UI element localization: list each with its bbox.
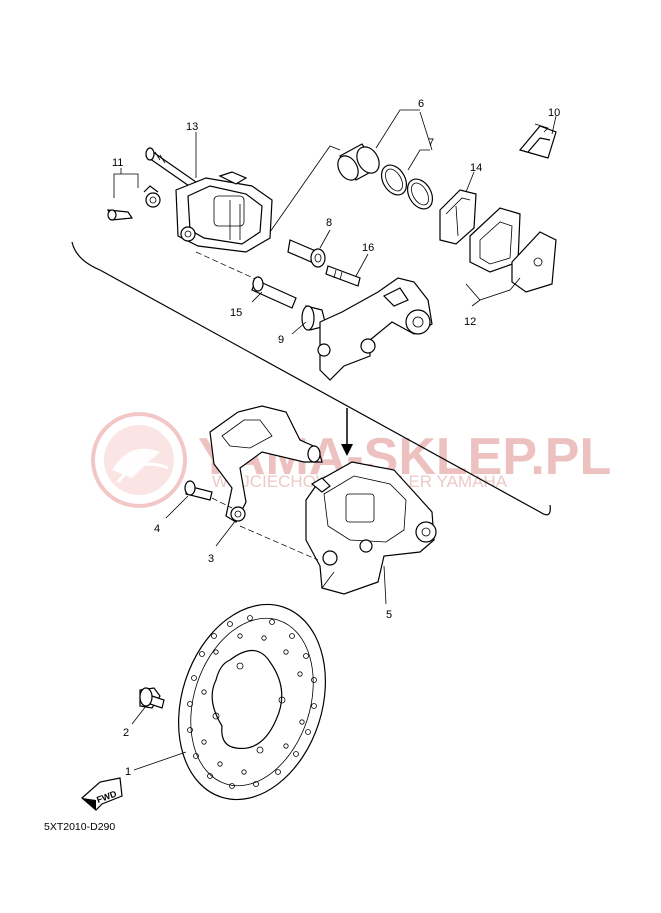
leader-6-link [269,145,341,233]
callout-1: 1 [125,766,131,778]
part-15-pin [251,276,297,309]
callout-5: 5 [386,609,392,621]
part-10-clip [518,123,557,159]
callout-10: 10 [548,107,560,119]
leader-15 [251,291,263,303]
callout-4: 4 [154,523,160,535]
disc-holes [187,615,317,789]
part-7-seals [380,164,434,210]
part-1-disc [178,603,326,801]
part-3-bracket [209,405,323,523]
part-8-pin [287,239,326,268]
callout-15: 15 [230,307,242,319]
part-6-piston [337,143,380,181]
part-13-pin [145,147,197,189]
leader-8 [319,229,331,249]
part-12-pads [469,207,557,293]
callout-8: 8 [326,217,332,229]
leader-10 [551,115,557,135]
callout-11: 11 [112,157,123,169]
group-bracket [71,241,551,516]
leader-5 [383,565,387,605]
dash-bolt-4 [211,497,233,509]
callout-14: 14 [470,162,482,174]
leader-2 [131,705,147,725]
leader-16 [355,253,369,277]
dash-caliper-lower [239,525,319,561]
part-5-caliper [305,461,437,595]
caliper-body-upper [175,171,273,253]
leader-12 [465,277,521,301]
callout-3: 3 [208,553,214,565]
part-4-bolt [184,480,213,501]
leader-14 [465,171,475,193]
leader-7b [419,111,433,151]
part-2-bolt [139,687,165,709]
caliper-bracket-upper [317,277,433,381]
callout-6: 6 [418,98,424,110]
leader-9 [291,321,307,335]
dash-caliper-upper [195,251,263,283]
callout-9: 9 [278,334,284,346]
leader-11-bracket [113,173,139,198]
leader-6 [375,109,420,149]
leader-1 [133,751,187,771]
leader-7 [407,149,430,171]
callout-7: 7 [428,137,434,149]
watermark-logo [91,412,187,508]
callouts: 1 2 3 4 5 6 7 8 9 10 11 12 13 14 15 16 [112,98,560,778]
leader-12b [471,299,481,307]
callout-13: 13 [186,121,198,133]
callout-12: 12 [464,316,476,328]
diagram-code: 5XT2010-D290 [44,821,115,833]
callout-2: 2 [123,727,129,739]
part-16-bolt [325,265,361,287]
fwd-arrow-icon: FWD [81,777,123,811]
part-11-bleeder [107,185,161,221]
assembly-arrow-head [341,444,353,456]
callout-16: 16 [362,242,374,254]
leader-4 [165,495,189,519]
part-14-shim [439,189,477,245]
leader-3 [215,519,237,547]
